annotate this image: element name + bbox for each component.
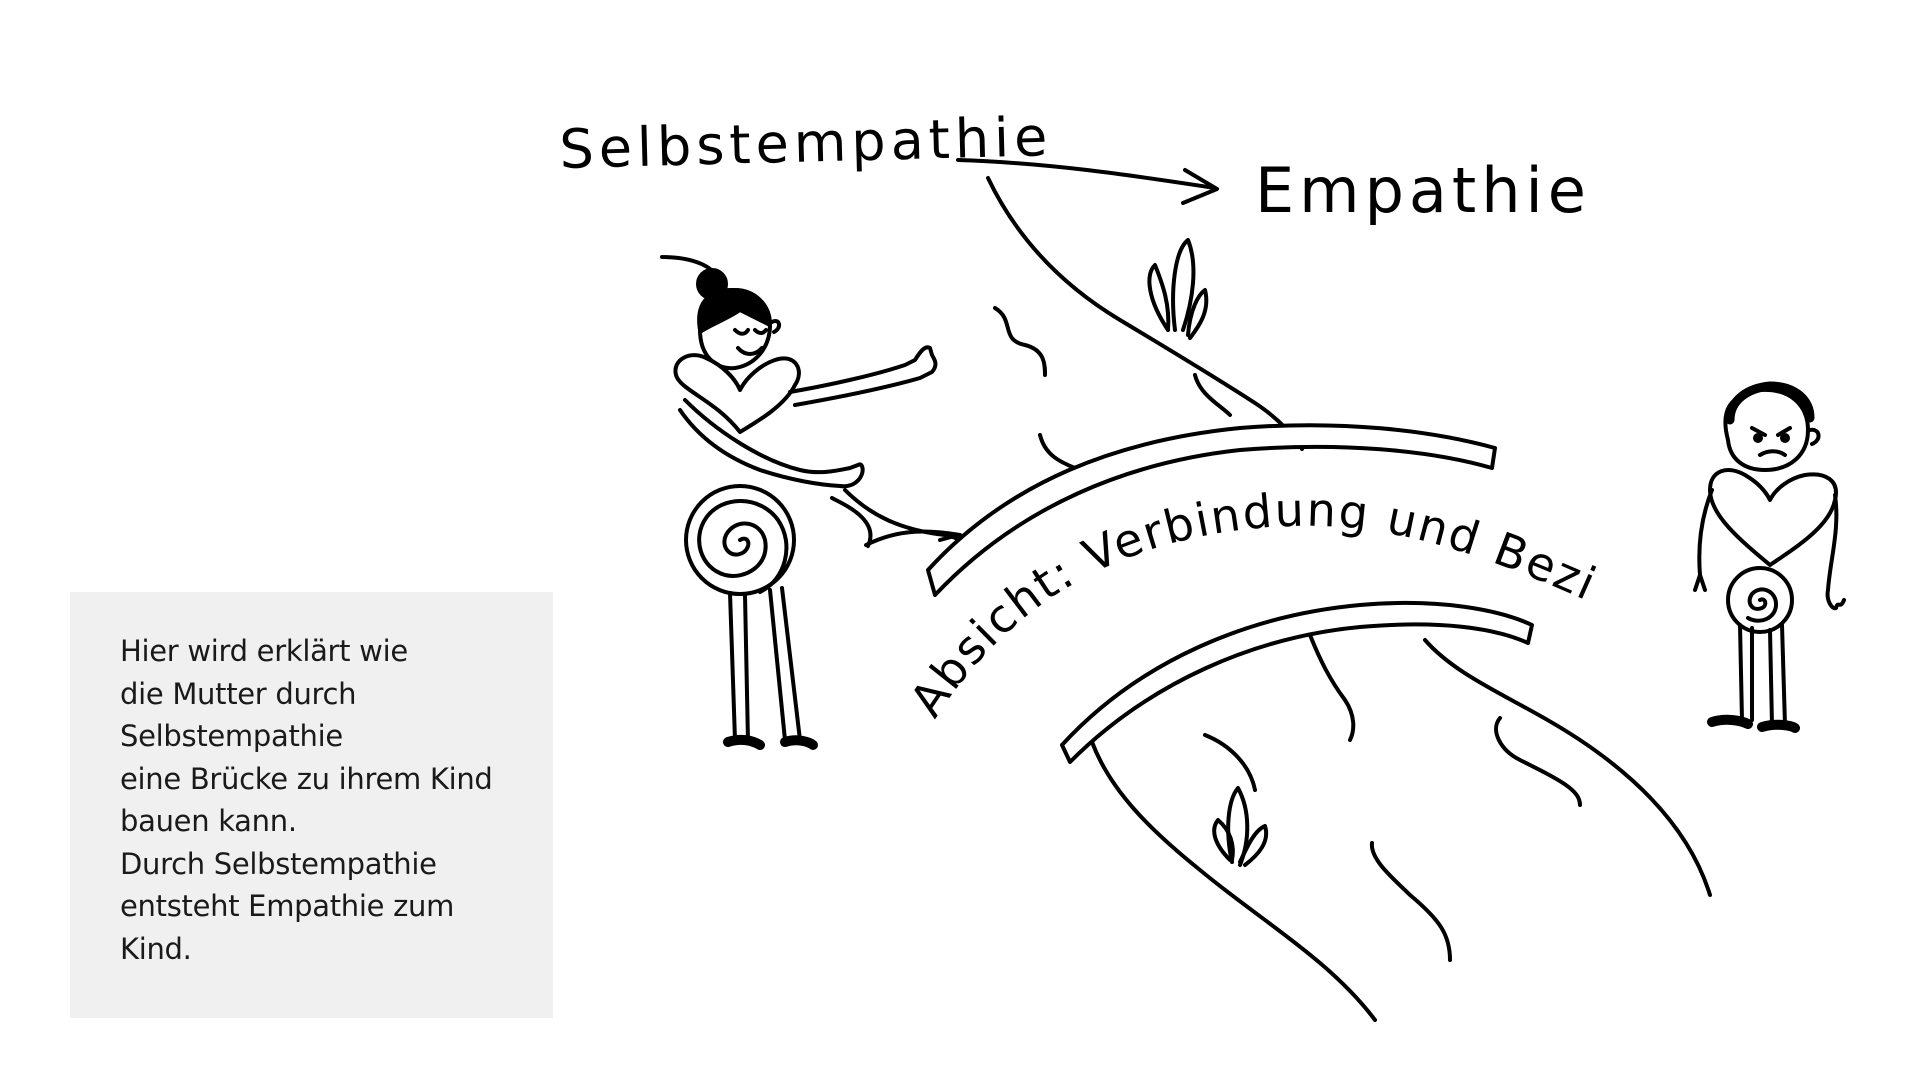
child-figure <box>1693 381 1846 733</box>
arrow-right-icon <box>956 158 1219 205</box>
plant-upper-icon <box>1147 238 1209 340</box>
info-line: Kind. <box>120 931 192 966</box>
river-lower <box>1090 633 1712 1022</box>
info-line: Hier wird erklärt wie <box>120 634 408 668</box>
info-line: Selbstempathie <box>120 719 343 753</box>
info-line: eine Brücke zu ihrem Kind <box>120 761 493 796</box>
info-box: Hier wird erklärt wie die Mutter durch S… <box>70 592 553 1018</box>
info-line: bauen kann. <box>120 804 297 838</box>
bridge <box>926 423 1534 764</box>
mother-figure <box>660 255 938 750</box>
info-line: die Mutter durch <box>120 676 357 711</box>
info-line: entsteht Empathie zum <box>120 889 455 923</box>
plant-lower-icon <box>1212 786 1269 867</box>
info-line: Durch Selbstempathie <box>120 846 437 881</box>
title-selbstempathie: Selbstempathie <box>559 105 1053 181</box>
title-empathie: Empathie <box>1255 154 1591 227</box>
